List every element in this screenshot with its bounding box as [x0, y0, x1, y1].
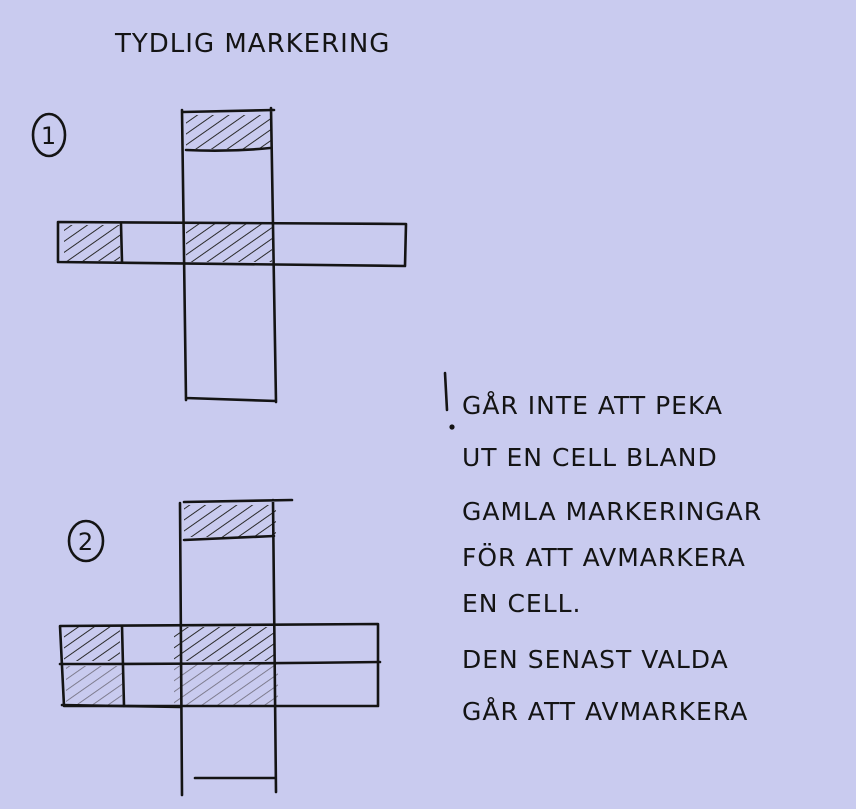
note-line-3: GAMLA MARKERINGAR [462, 497, 762, 526]
note-line-4: FÖR ATT AVMARKERA [462, 543, 746, 572]
selected-intersection-cell [186, 222, 272, 262]
step-1-label: 1 [41, 122, 57, 150]
exclamation-dot [449, 424, 454, 429]
row-cell-divider [121, 224, 122, 262]
note-line-1: GÅR INTE ATT PEKA [462, 391, 723, 420]
sketch-1: 1 [33, 108, 406, 402]
selected-column-top-cell [184, 505, 276, 537]
row-cell-divider [122, 626, 124, 706]
sketch-2: 2 [60, 500, 380, 795]
selected-intersection-cell-upper [174, 627, 274, 661]
row-split-line [60, 662, 380, 664]
note-line-5: EN CELL. [462, 589, 582, 618]
note: GÅR INTE ATT PEKA UT EN CELL BLAND GAMLA… [445, 373, 762, 726]
note-line-7: GÅR ATT AVMARKERA [462, 697, 748, 726]
step-2-label: 2 [78, 528, 94, 556]
note-line-2: UT EN CELL BLAND [462, 443, 718, 472]
latest-selected-left-cell [66, 666, 122, 706]
note-line-6: DEN SENAST VALDA [462, 645, 729, 674]
latest-selected-intersection-cell [174, 664, 278, 706]
exclamation-bar [445, 373, 447, 410]
sketch-title: TYDLIG MARKERING [114, 29, 390, 59]
selected-row-left-cell [64, 225, 120, 261]
selected-row-left-cell-upper [64, 627, 120, 661]
selected-column-top-cell [186, 115, 272, 149]
